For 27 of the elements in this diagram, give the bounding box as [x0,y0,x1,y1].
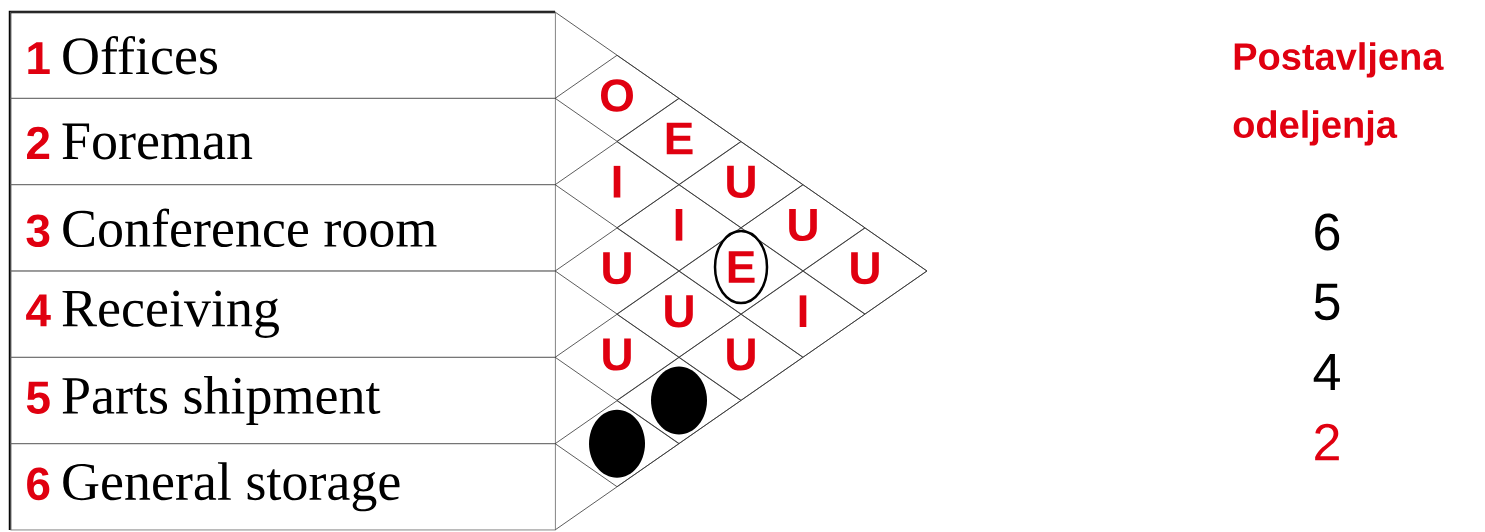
department-name: Offices [63,35,217,75]
table-row [10,97,556,186]
department-number: 5 [1314,283,1340,321]
table-row [10,184,556,272]
heading: Postavljena odeljenja [1233,42,1444,146]
department-number: 6 [1315,213,1340,251]
table-row [10,11,556,99]
filled-dot [589,409,645,478]
department-name: Foreman [62,123,253,160]
row-number: 3 [26,214,50,248]
circled-letter: E [713,229,769,305]
department-number: 4 [1313,354,1340,390]
row-number: 2 [27,126,50,159]
department-name: Receiving [62,290,279,338]
department-name: Conference room [63,208,437,248]
row-number: 5 [26,381,50,414]
filled-dot [651,366,707,435]
row-number: 6 [27,467,50,501]
relationship-cell [554,400,680,488]
row-number: 1 [28,42,50,74]
table-row [10,356,556,445]
department-name: Parts shipment [62,376,381,425]
department-name: General storage [63,462,400,512]
table-row [10,443,556,531]
table-row [10,270,556,358]
department-number: 2 [1315,423,1339,461]
row-number: 4 [26,294,51,327]
